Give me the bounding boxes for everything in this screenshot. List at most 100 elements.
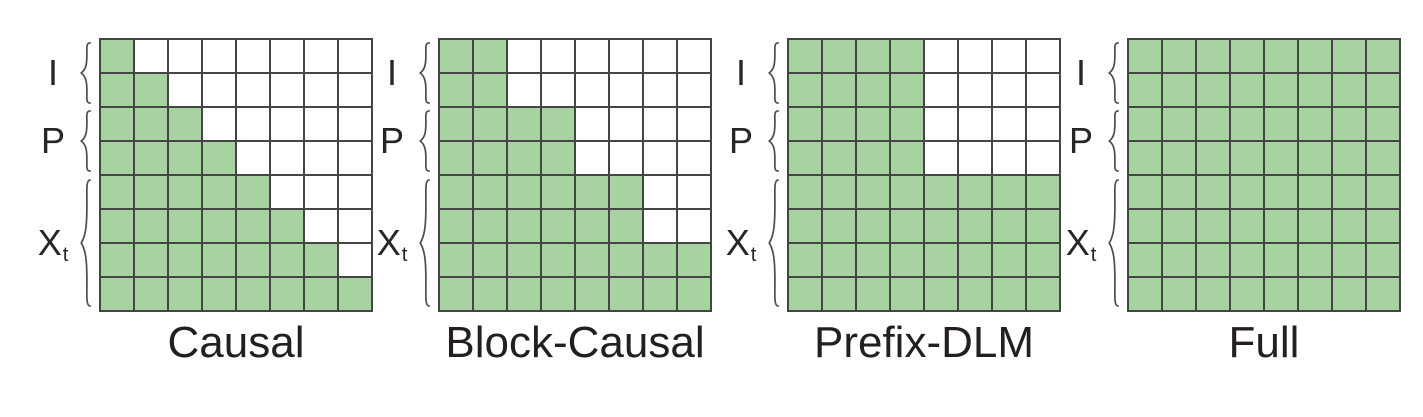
attended-cell bbox=[1231, 176, 1263, 208]
attended-cell bbox=[169, 142, 201, 174]
curly-brace-icon bbox=[1106, 42, 1121, 104]
masked-cell bbox=[678, 40, 710, 72]
masked-cell bbox=[959, 108, 991, 140]
attended-cell bbox=[576, 176, 608, 208]
attended-cell bbox=[1231, 74, 1263, 106]
attended-cell bbox=[891, 278, 923, 310]
attended-cell bbox=[508, 176, 540, 208]
attended-cell bbox=[203, 176, 235, 208]
attended-cell bbox=[891, 142, 923, 174]
row-label-i: I bbox=[368, 55, 416, 91]
curly-brace-icon bbox=[78, 178, 93, 308]
curly-brace-icon bbox=[766, 110, 781, 172]
attended-cell bbox=[857, 40, 889, 72]
attended-cell bbox=[1197, 210, 1229, 242]
attended-cell bbox=[1027, 176, 1059, 208]
attended-cell bbox=[925, 210, 957, 242]
attended-cell bbox=[891, 244, 923, 276]
curly-brace-icon bbox=[766, 42, 781, 104]
attended-cell bbox=[203, 142, 235, 174]
attended-cell bbox=[823, 244, 855, 276]
attended-cell bbox=[440, 142, 472, 174]
attended-cell bbox=[857, 210, 889, 242]
attention-mask-grid bbox=[438, 38, 712, 312]
attended-cell bbox=[1299, 40, 1331, 72]
attended-cell bbox=[1299, 210, 1331, 242]
attended-cell bbox=[1129, 40, 1161, 72]
attended-cell bbox=[857, 142, 889, 174]
masked-cell bbox=[169, 74, 201, 106]
row-label-text: X bbox=[37, 222, 62, 263]
attended-cell bbox=[1333, 176, 1365, 208]
masked-cell bbox=[203, 40, 235, 72]
attended-cell bbox=[576, 244, 608, 276]
attended-cell bbox=[891, 74, 923, 106]
masked-cell bbox=[644, 142, 676, 174]
attended-cell bbox=[1163, 142, 1195, 174]
attended-cell bbox=[1265, 142, 1297, 174]
attended-cell bbox=[1027, 210, 1059, 242]
curly-brace-icon bbox=[1106, 110, 1121, 172]
attended-cell bbox=[203, 278, 235, 310]
attended-cell bbox=[959, 278, 991, 310]
attended-cell bbox=[891, 40, 923, 72]
masked-cell bbox=[237, 108, 269, 140]
attended-cell bbox=[440, 278, 472, 310]
masked-cell bbox=[237, 142, 269, 174]
panel-title: Block-Causal bbox=[445, 318, 705, 367]
attended-cell bbox=[135, 278, 167, 310]
attended-cell bbox=[474, 278, 506, 310]
attended-cell bbox=[1231, 108, 1263, 140]
attended-cell bbox=[339, 278, 371, 310]
attended-cell bbox=[1163, 40, 1195, 72]
masked-cell bbox=[237, 40, 269, 72]
attended-cell bbox=[610, 244, 642, 276]
attended-cell bbox=[305, 278, 337, 310]
attended-cell bbox=[823, 74, 855, 106]
attended-cell bbox=[101, 210, 133, 242]
attended-cell bbox=[1265, 40, 1297, 72]
masked-cell bbox=[1027, 142, 1059, 174]
attended-cell bbox=[823, 278, 855, 310]
masked-cell bbox=[925, 74, 957, 106]
attended-cell bbox=[1197, 40, 1229, 72]
attended-cell bbox=[857, 176, 889, 208]
masked-cell bbox=[678, 74, 710, 106]
attended-cell bbox=[1367, 278, 1399, 310]
attended-cell bbox=[101, 278, 133, 310]
masked-cell bbox=[576, 108, 608, 140]
attended-cell bbox=[1333, 210, 1365, 242]
curly-brace-icon bbox=[766, 178, 781, 308]
row-label-x: Xt bbox=[717, 225, 765, 265]
attended-cell bbox=[1163, 176, 1195, 208]
row-label-x: Xt bbox=[1057, 225, 1105, 265]
attended-cell bbox=[1163, 74, 1195, 106]
attended-cell bbox=[101, 176, 133, 208]
masked-cell bbox=[203, 108, 235, 140]
masked-cell bbox=[959, 142, 991, 174]
curly-brace-icon bbox=[417, 110, 432, 172]
masked-cell bbox=[644, 74, 676, 106]
masked-cell bbox=[1027, 108, 1059, 140]
attended-cell bbox=[1129, 142, 1161, 174]
masked-cell bbox=[678, 176, 710, 208]
attended-cell bbox=[542, 176, 574, 208]
panel-title: Causal bbox=[167, 318, 305, 367]
attended-cell bbox=[610, 176, 642, 208]
attended-cell bbox=[1231, 40, 1263, 72]
attended-cell bbox=[1367, 244, 1399, 276]
masked-cell bbox=[508, 40, 540, 72]
masked-cell bbox=[576, 40, 608, 72]
attended-cell bbox=[1163, 210, 1195, 242]
row-label-text: P bbox=[40, 120, 65, 161]
masked-cell bbox=[305, 40, 337, 72]
masked-cell bbox=[678, 108, 710, 140]
masked-cell bbox=[576, 74, 608, 106]
attended-cell bbox=[1129, 244, 1161, 276]
attended-cell bbox=[135, 176, 167, 208]
attended-cell bbox=[1163, 108, 1195, 140]
attended-cell bbox=[610, 278, 642, 310]
row-label-text: I bbox=[1075, 52, 1086, 93]
